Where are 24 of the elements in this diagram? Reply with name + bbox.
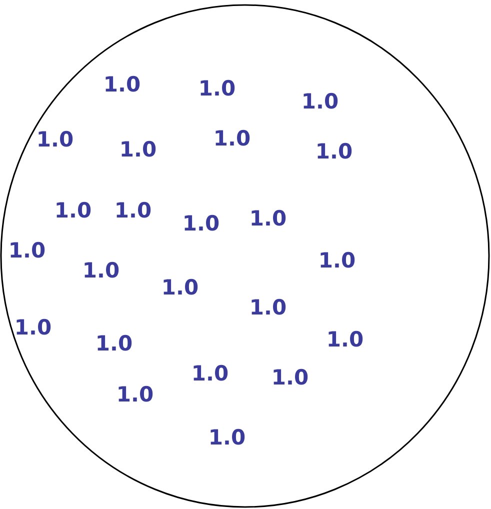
value-label: 1.0 bbox=[116, 384, 154, 406]
value-label: 1.0 bbox=[119, 140, 157, 160]
value-label: 1.0 bbox=[103, 74, 141, 96]
value-label: 1.0 bbox=[249, 298, 287, 318]
value-label: 1.0 bbox=[95, 334, 133, 354]
value-label: 1.0 bbox=[8, 240, 46, 262]
value-label: 1.0 bbox=[161, 278, 199, 298]
value-label: 1.0 bbox=[301, 92, 339, 112]
value-label: 1.0 bbox=[198, 78, 236, 100]
value-label: 1.0 bbox=[182, 214, 220, 234]
value-label: 1.0 bbox=[318, 250, 356, 272]
circle-outline bbox=[0, 4, 490, 508]
value-label: 1.0 bbox=[82, 260, 120, 282]
value-label: 1.0 bbox=[326, 330, 364, 350]
value-label: 1.0 bbox=[249, 208, 287, 230]
value-label: 1.0 bbox=[213, 128, 251, 150]
value-label: 1.0 bbox=[315, 142, 353, 162]
value-label: 1.0 bbox=[114, 200, 152, 222]
value-label: 1.0 bbox=[14, 318, 52, 338]
value-label: 1.0 bbox=[271, 368, 309, 388]
value-label: 1.0 bbox=[191, 364, 229, 384]
value-label: 1.0 bbox=[208, 428, 246, 448]
value-label: 1.0 bbox=[36, 130, 74, 150]
value-label: 1.0 bbox=[54, 200, 92, 222]
